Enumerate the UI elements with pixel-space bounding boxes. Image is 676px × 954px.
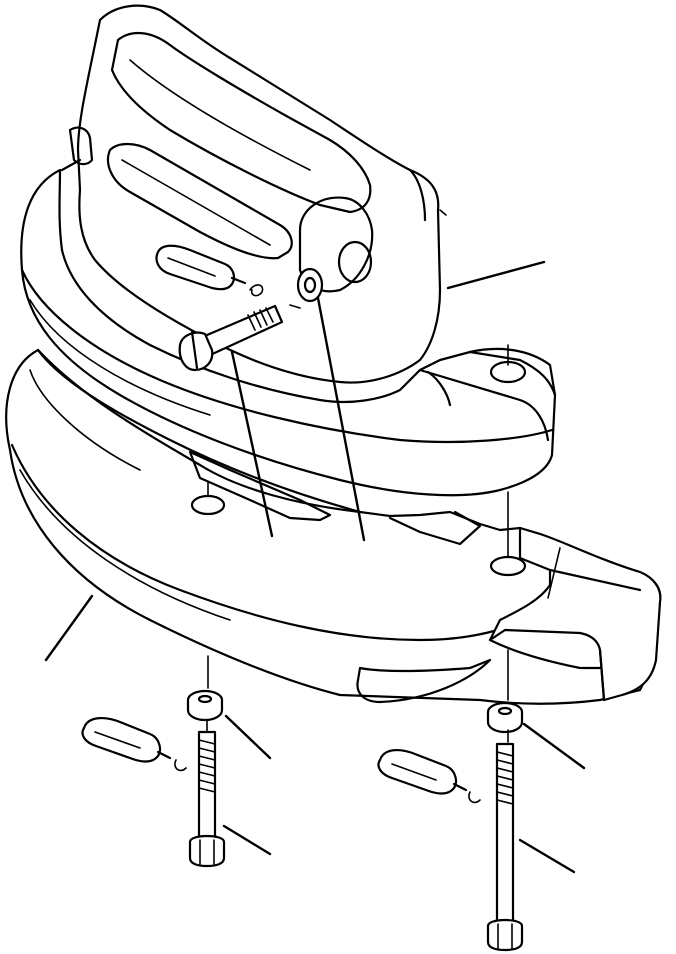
leader-bottom-right-washer — [522, 722, 586, 770]
leader-side-washer — [316, 296, 366, 542]
side-clip-icon — [249, 284, 301, 309]
adhesive-tube-icon — [81, 716, 187, 772]
bottom-left-washer — [186, 689, 224, 722]
leader-upper-counterweight — [446, 260, 546, 290]
adhesive-tube-icon — [155, 244, 247, 291]
lower-counterweight — [5, 348, 662, 705]
leader-bottom-left-washer — [224, 714, 272, 760]
side-washer — [296, 267, 324, 303]
leader-lines — [44, 260, 586, 874]
leader-side-bolt — [230, 350, 274, 538]
upper-counterweight — [20, 4, 557, 497]
bottom-left-bolt — [188, 730, 226, 868]
side-bolt — [178, 304, 284, 372]
leader-bottom-right-bolt — [518, 838, 576, 874]
adhesive-tube-icon — [377, 748, 481, 804]
leader-bottom-left-bolt — [222, 824, 272, 856]
bottom-right-washer — [486, 701, 524, 734]
bottom-right-bolt — [486, 742, 524, 952]
leader-lower-counterweight — [44, 594, 94, 662]
assembly-axis-lines — [206, 344, 509, 743]
